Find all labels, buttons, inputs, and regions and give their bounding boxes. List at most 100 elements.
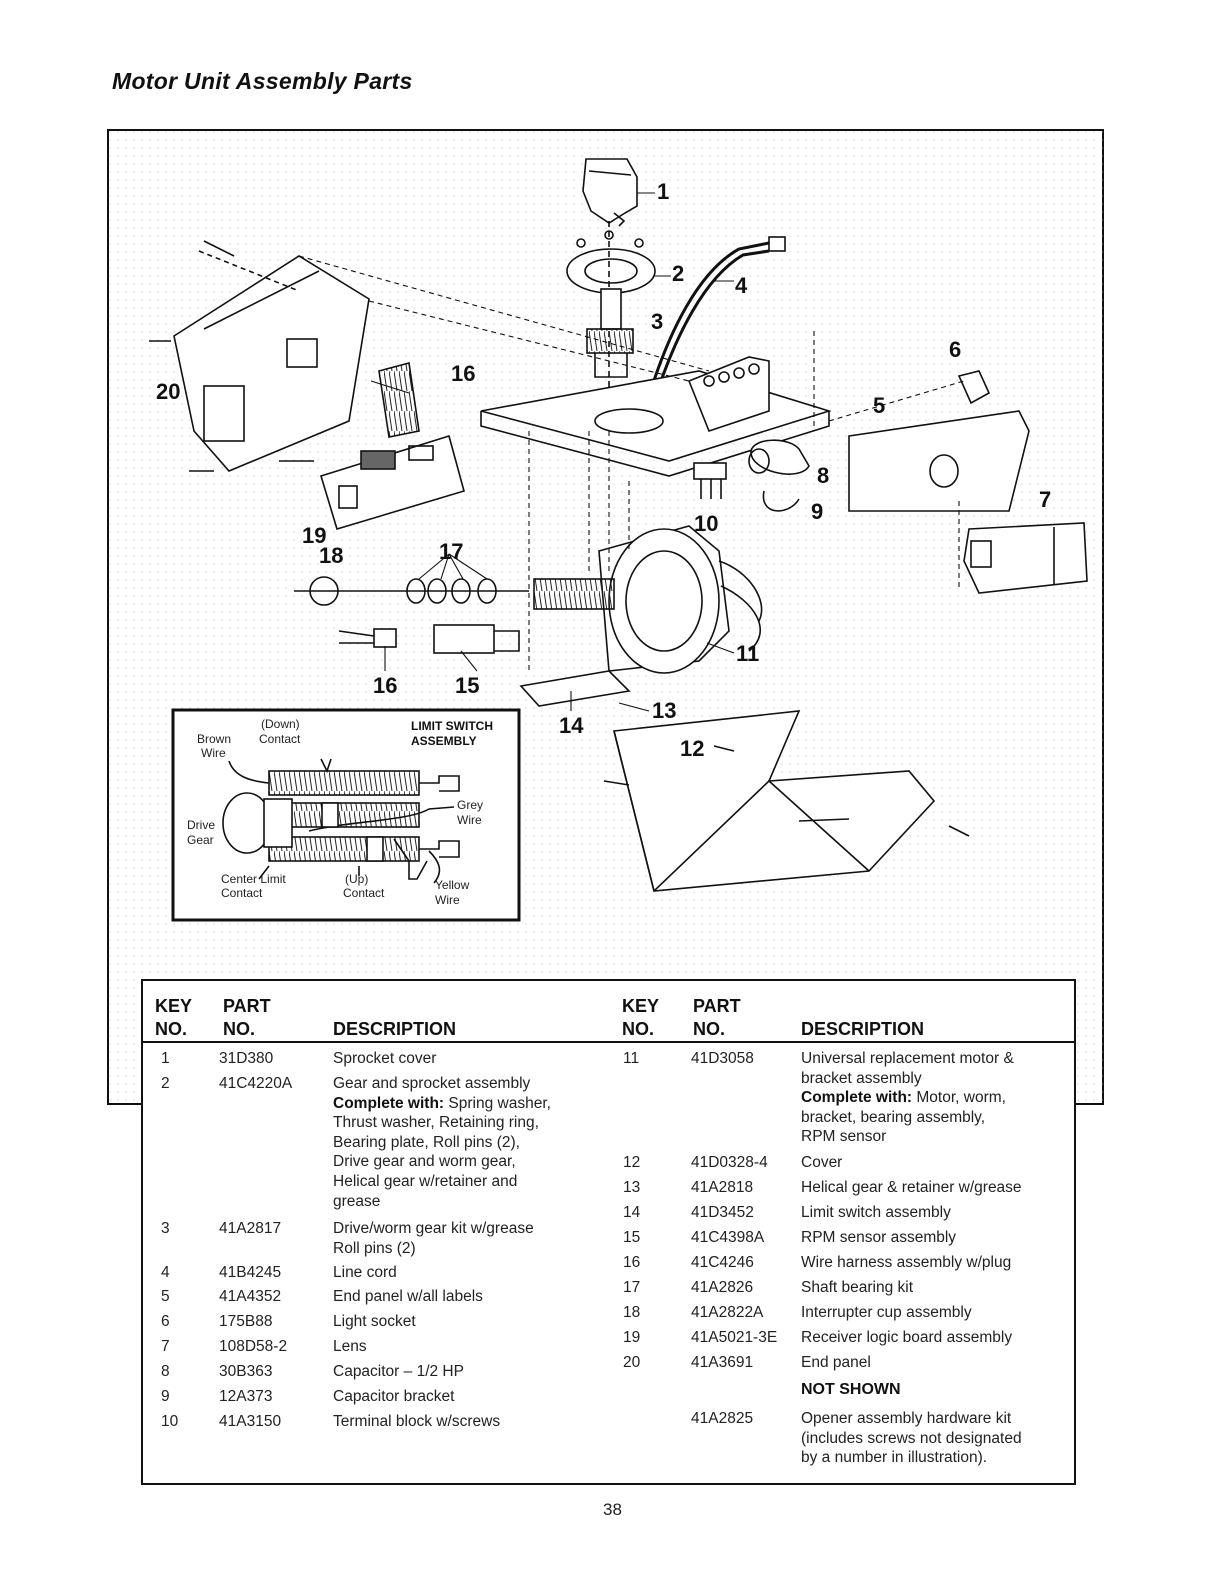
row-description: Gear and sprocket assembly Complete with… bbox=[333, 1075, 551, 1210]
motor-part bbox=[533, 525, 763, 674]
row-part-number: 41B4245 bbox=[219, 1264, 282, 1281]
row-part-number: 12A373 bbox=[219, 1388, 273, 1405]
row-part-number: 41D3452 bbox=[691, 1204, 754, 1221]
lens-part bbox=[963, 522, 1088, 594]
row-description: Cover bbox=[801, 1154, 843, 1171]
callout-4: 4 bbox=[735, 273, 748, 298]
row-key: 1 bbox=[161, 1050, 170, 1067]
callout-11: 11 bbox=[736, 641, 759, 666]
limit-switch-title-2: ASSEMBLY bbox=[411, 734, 477, 748]
row-description: Wire harness assembly w/plug bbox=[801, 1254, 1012, 1271]
callout-7: 7 bbox=[1039, 487, 1051, 512]
header-description-right: DESCRIPTION bbox=[801, 1019, 925, 1039]
wire-harness-part bbox=[378, 361, 420, 438]
end-panel-part bbox=[173, 250, 370, 472]
parts-table: KEY NO. PART NO. DESCRIPTION KEY NO. PAR… bbox=[141, 979, 1076, 1485]
row-key: 4 bbox=[161, 1264, 170, 1281]
callout-16-lower: 16 bbox=[373, 673, 397, 698]
up-label: (Up) bbox=[345, 872, 368, 886]
callout-10: 10 bbox=[694, 511, 718, 536]
callout-labels: 1 2 3 4 5 6 7 8 9 10 11 12 13 14 15 16 1… bbox=[156, 179, 1051, 761]
row-key: 5 bbox=[161, 1288, 170, 1305]
center-limit-label-2: Contact bbox=[221, 886, 263, 900]
row-key: 19 bbox=[623, 1329, 641, 1346]
row-part-number: 41A5021-3E bbox=[691, 1329, 778, 1346]
drive-gear-label: Drive bbox=[187, 818, 215, 832]
row-part-number: 41D0328-4 bbox=[691, 1154, 768, 1171]
row-part-number: 41D3058 bbox=[691, 1050, 754, 1067]
center-limit-label: Center Limit bbox=[221, 872, 286, 886]
limit-switch-inset: LIMIT SWITCH ASSEMBLY (Down) Contact Bro… bbox=[171, 708, 521, 922]
row-description: Helical gear & retainer w/grease bbox=[801, 1179, 1022, 1196]
row-part-number: 31D380 bbox=[219, 1050, 274, 1067]
row-part-number: 41A3150 bbox=[219, 1413, 282, 1430]
screw-hardware bbox=[149, 240, 970, 837]
callout-3: 3 bbox=[651, 309, 663, 334]
header-part-line1-right: PART bbox=[693, 996, 741, 1016]
grey-wire-label-2: Wire bbox=[457, 813, 482, 827]
row-key: 20 bbox=[623, 1354, 641, 1371]
row-key: 13 bbox=[623, 1179, 641, 1196]
row-key: 12 bbox=[623, 1154, 641, 1171]
row-description: End panel bbox=[801, 1354, 871, 1371]
row-description: Receiver logic board assembly bbox=[801, 1329, 1013, 1346]
brown-wire-label: Brown bbox=[197, 732, 231, 746]
drive-gear-label-2: Gear bbox=[187, 833, 214, 847]
down-label: (Down) bbox=[261, 717, 300, 731]
page-title: Motor Unit Assembly Parts bbox=[112, 68, 413, 94]
row-part-number: 41A2825 bbox=[691, 1410, 754, 1427]
grey-wire-label: Grey bbox=[457, 798, 483, 812]
exploded-diagram: 1 2 3 4 5 6 7 8 9 10 11 12 13 14 15 16 1… bbox=[109, 131, 1104, 1105]
row-key: 6 bbox=[161, 1313, 170, 1330]
header-divider bbox=[143, 1041, 1074, 1043]
callout-6: 6 bbox=[949, 337, 961, 362]
callout-12: 12 bbox=[680, 736, 704, 761]
row-part-number: 41C4220A bbox=[219, 1075, 293, 1092]
shaft-bearing-part bbox=[294, 576, 529, 606]
row-key: 14 bbox=[623, 1204, 641, 1221]
row-description: End panel w/all labels bbox=[333, 1288, 483, 1305]
up-contact-label: Contact bbox=[343, 886, 385, 900]
callout-5: 5 bbox=[873, 393, 885, 418]
callout-leaders bbox=[370, 192, 735, 712]
callout-15: 15 bbox=[455, 673, 479, 698]
header-part-line1-left: PART bbox=[223, 996, 271, 1016]
row-part-number: 41A2818 bbox=[691, 1179, 754, 1196]
row-part-number: 41A3691 bbox=[691, 1354, 754, 1371]
row-key: 8 bbox=[161, 1363, 170, 1380]
row-key: 16 bbox=[623, 1254, 641, 1271]
capacitor-part bbox=[748, 439, 810, 512]
callout-17: 17 bbox=[439, 539, 463, 564]
sprocket-cover-part bbox=[582, 158, 638, 227]
row-key: 18 bbox=[623, 1304, 641, 1321]
row-part-number: 175B88 bbox=[219, 1313, 273, 1330]
callout-9: 9 bbox=[811, 499, 823, 524]
yellow-wire-label-2: Wire bbox=[435, 893, 460, 907]
row-description: Capacitor – 1/2 HP bbox=[333, 1363, 464, 1380]
yellow-wire-label: Yellow bbox=[435, 878, 470, 892]
row-description: Capacitor bracket bbox=[333, 1388, 455, 1405]
row-description: Lens bbox=[333, 1338, 367, 1355]
row-part-number: 41A4352 bbox=[219, 1288, 282, 1305]
callout-14: 14 bbox=[559, 713, 584, 738]
row-description: Interrupter cup assembly bbox=[801, 1304, 972, 1321]
callout-2: 2 bbox=[672, 261, 684, 286]
row-description: Light socket bbox=[333, 1313, 416, 1330]
row-description: Limit switch assembly bbox=[801, 1204, 951, 1221]
logic-board-part bbox=[320, 434, 465, 530]
row-description: Universal replacement motor & bracket as… bbox=[801, 1050, 1014, 1146]
row-description: Drive/worm gear kit w/grease Roll pins (… bbox=[333, 1220, 534, 1257]
row-key: 11 bbox=[623, 1050, 640, 1067]
not-shown-heading: NOT SHOWN bbox=[801, 1381, 901, 1398]
header-part-line2-right: NO. bbox=[693, 1019, 726, 1039]
row-part-number: 41A2826 bbox=[691, 1279, 754, 1296]
row-part-number: 41A2817 bbox=[219, 1220, 282, 1237]
row-key: 2 bbox=[161, 1075, 170, 1092]
rpm-sensor-part bbox=[338, 624, 520, 654]
row-description: RPM sensor assembly bbox=[801, 1229, 957, 1246]
row-part-number: 41C4398A bbox=[691, 1229, 765, 1246]
cover-part bbox=[613, 710, 936, 892]
row-key: 9 bbox=[161, 1388, 170, 1405]
callout-1: 1 bbox=[657, 179, 669, 204]
row-description: Line cord bbox=[333, 1264, 397, 1281]
